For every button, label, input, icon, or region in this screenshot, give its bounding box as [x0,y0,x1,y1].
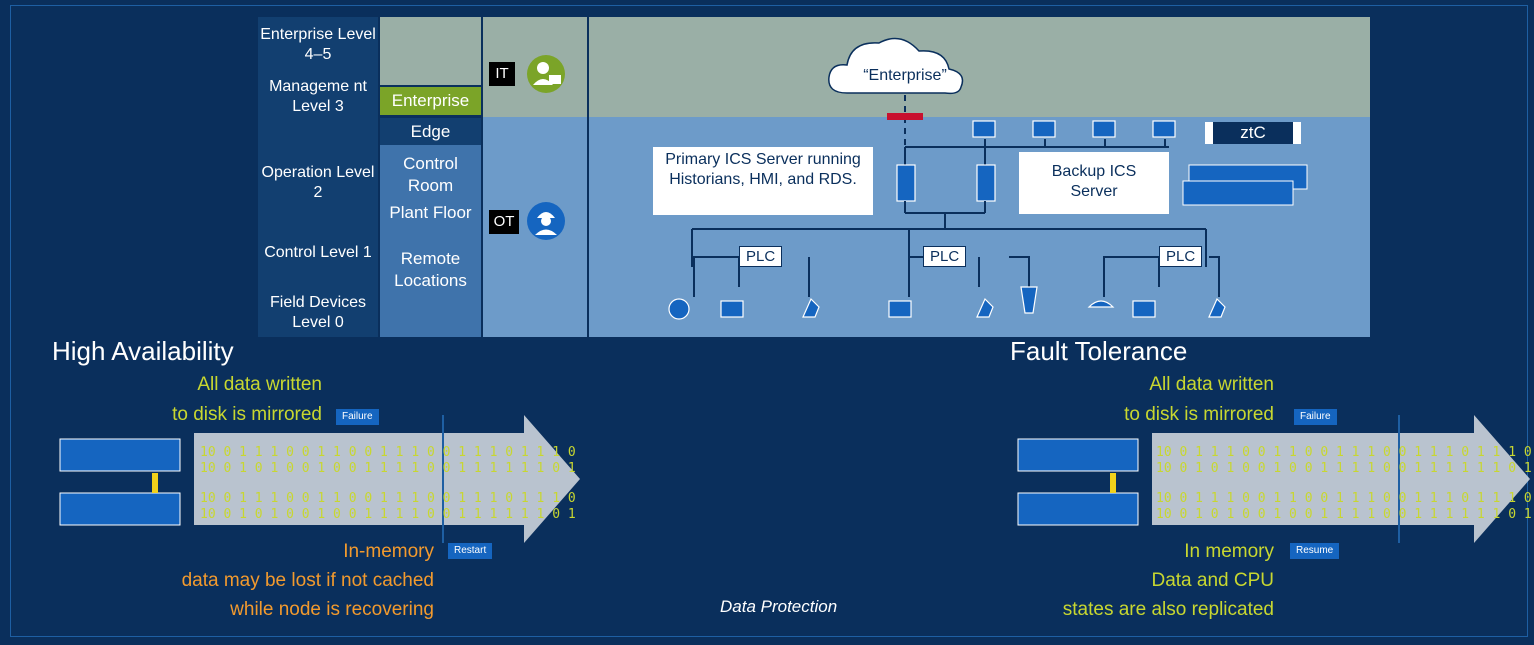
ztc-label: ztC [1205,122,1301,144]
zone-top-band [380,17,481,85]
ha-mirror-line1: All data written [197,374,322,395]
workstation-icons [972,120,1176,138]
ha-arrow-graphic [59,415,580,543]
ft-arrow-graphic [1017,415,1530,543]
ft-title: Fault Tolerance [1010,336,1188,366]
ha-failure-tag: Failure [336,409,379,425]
zone-plant-floor: Plant Floor [389,203,472,222]
plc-3: PLC [1159,246,1203,267]
cloud-label: “Enterprise” [863,67,947,84]
ft-binary-row2: 10 0 1 0 1 0 0 1 0 0 1 1 1 1 0 0 1 1 1 1… [1156,461,1532,476]
field-device-icons [668,286,1226,320]
level-enterprise: Enterprise Level 4–5 [260,26,376,63]
ft-binary-row1: 10 0 1 1 1 0 0 1 1 0 0 1 1 1 0 0 1 1 1 0… [1156,445,1532,460]
level-operation: Operation Level 2 [261,164,375,201]
network-diagram [668,37,1308,320]
ha-mirror-line2: to disk is mirrored [172,404,322,425]
server-icons [896,164,996,202]
ha-binary-row3: 10 0 1 1 1 0 0 1 1 0 0 1 1 1 0 0 1 1 1 0… [200,491,576,506]
level-field: Field Devices Level 0 [269,294,367,331]
ft-server-icon [1017,438,1139,526]
cloud-icon [828,37,964,95]
zone-lower-band [380,145,481,337]
data-protection-caption: Data Protection [720,597,838,616]
firewall-link [887,113,923,120]
ft-mirror-line1: All data written [1149,374,1274,395]
plc-2: PLC [923,246,967,267]
it-person-icon [527,55,565,93]
zone-control-room: Control Room [403,154,458,195]
ft-memory-line1: In memory [1184,541,1274,562]
ha-binary-row2: 10 0 1 0 1 0 0 1 0 0 1 1 1 1 0 0 1 1 1 1… [200,461,576,476]
ft-memory-line3: states are also replicated [1062,599,1274,620]
ha-restart-tag: Restart [448,543,493,559]
network-area: “Enterprise” Primary ICS Server running … [589,17,1370,337]
ha-title: High Availability [52,336,234,366]
level-control: Control Level 1 [264,244,372,261]
ztc-hardware-icon [1182,164,1308,206]
level-management: Manageme nt Level 3 [269,78,367,115]
ot-label: OT [489,210,519,234]
it-network-band [589,17,1370,117]
level-column: Enterprise Level 4–5 Manageme nt Level 3… [258,17,378,337]
ot-worker-icon [527,202,565,240]
ft-binary-row3: 10 0 1 1 1 0 0 1 1 0 0 1 1 1 0 0 1 1 1 0… [1156,491,1532,506]
ha-memory-line2: data may be lost if not cached [181,570,434,591]
ft-resume-tag: Resume [1290,543,1340,559]
plc-1: PLC [739,246,783,267]
ft-memory-line2: Data and CPU [1151,570,1274,591]
ha-binary-row1: 10 0 1 1 1 0 0 1 1 0 0 1 1 1 0 0 1 1 1 0… [200,445,576,460]
ha-memory-line1: In-memory [343,541,434,562]
ft-binary-row4: 10 0 1 0 1 0 0 1 0 0 1 1 1 1 0 0 1 1 1 1… [1156,507,1532,522]
ha-binary-row4: 10 0 1 0 1 0 0 1 0 0 1 1 1 1 0 0 1 1 1 1… [200,507,576,522]
ha-server-icon [59,438,181,526]
slide-frame [10,5,1528,637]
zone-remote: Remote Locations [394,249,467,290]
zone-column: Enterprise Edge Control Room Plant Floor… [380,17,481,337]
ha-memory-line3: while node is recovering [230,599,434,620]
primary-server-box: Primary ICS Server running Historians, H… [653,147,873,215]
it-label: IT [489,62,515,86]
backup-server-box: Backup ICS Server [1019,152,1169,214]
zone-enterprise: Enterprise [380,87,481,115]
ft-mirror-line2: to disk is mirrored [1124,404,1274,425]
role-column: IT OT [483,17,587,337]
ft-failure-tag: Failure [1294,409,1337,425]
zone-edge: Edge [380,118,481,145]
